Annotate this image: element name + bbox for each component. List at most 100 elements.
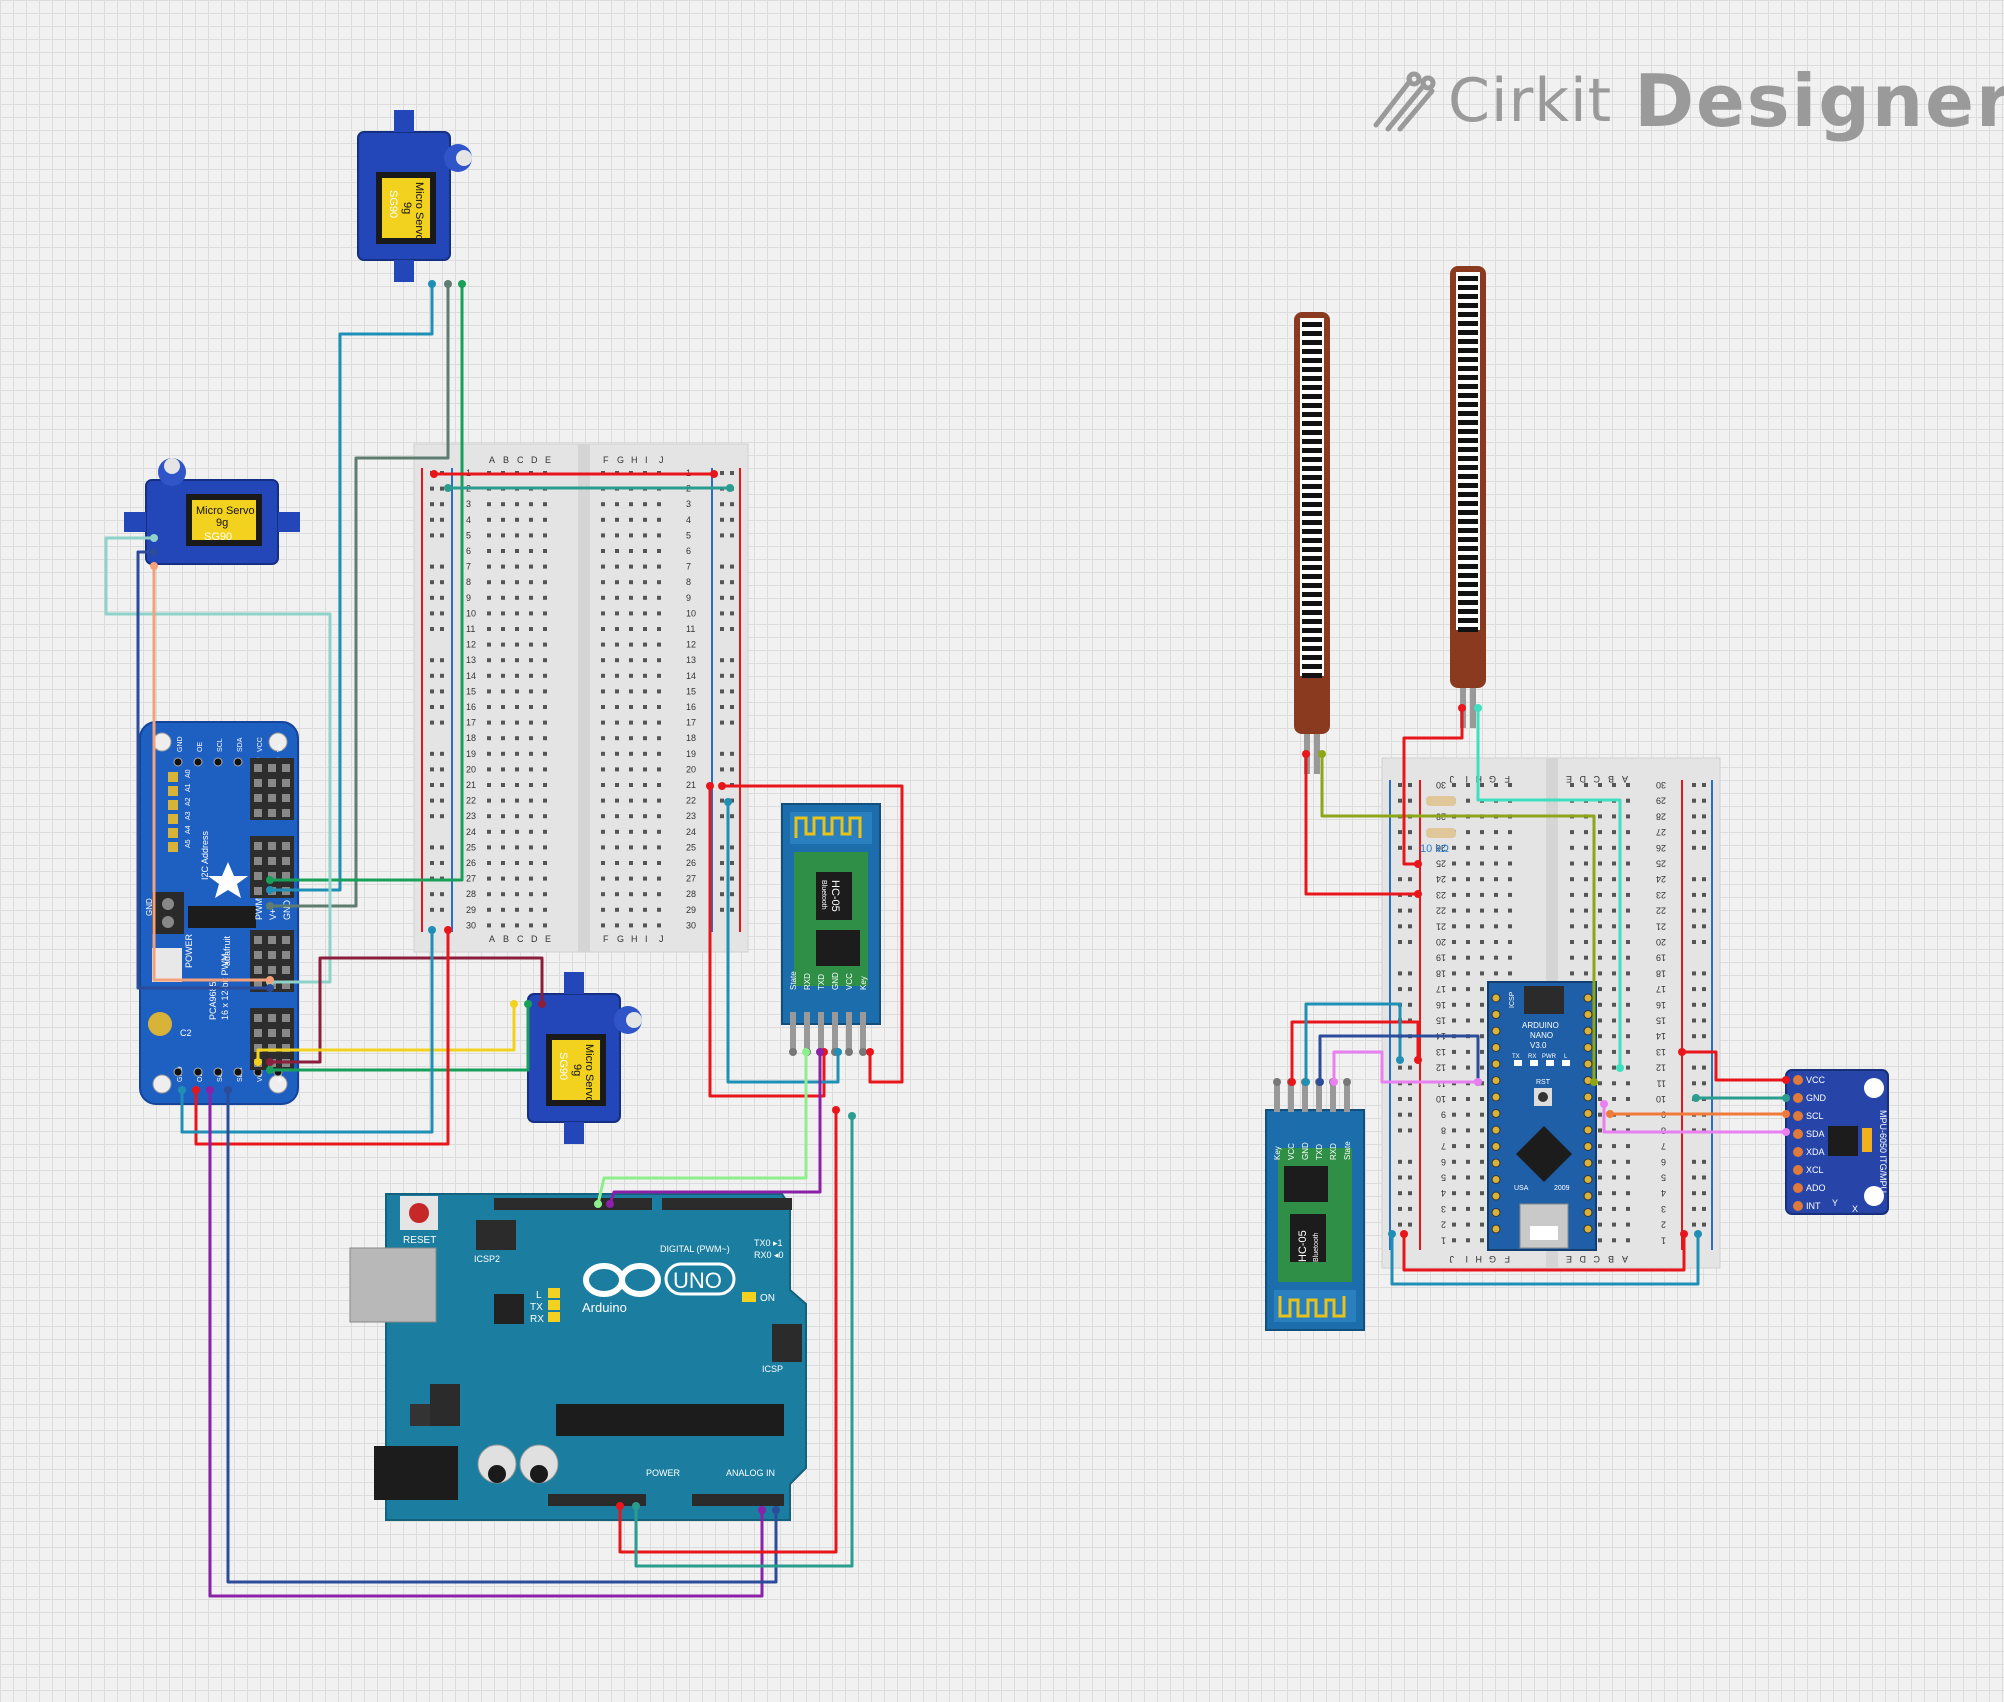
hole[interactable]: [430, 564, 434, 569]
hole[interactable]: [1466, 845, 1470, 850]
hole[interactable]: [730, 689, 734, 694]
hole[interactable]: [1692, 1128, 1696, 1133]
hole[interactable]: [720, 814, 724, 819]
hole[interactable]: [1494, 830, 1498, 835]
hole[interactable]: [529, 814, 533, 819]
hole[interactable]: [501, 595, 505, 600]
hole[interactable]: [1570, 955, 1574, 960]
hole[interactable]: [1480, 783, 1484, 787]
hole[interactable]: [1494, 940, 1498, 944]
hole[interactable]: [529, 611, 533, 616]
hole[interactable]: [1692, 924, 1696, 929]
hole[interactable]: [601, 751, 605, 756]
hole[interactable]: [529, 876, 533, 881]
hole[interactable]: [1480, 908, 1484, 913]
hole[interactable]: [1702, 924, 1706, 929]
hole[interactable]: [1612, 1128, 1616, 1133]
hole[interactable]: [1480, 1175, 1484, 1180]
hole[interactable]: [601, 814, 605, 819]
hole[interactable]: [487, 689, 491, 694]
header-pin[interactable]: [282, 872, 290, 880]
hole[interactable]: [543, 564, 547, 569]
hole[interactable]: [601, 564, 605, 569]
header-pin[interactable]: [254, 1029, 262, 1037]
header-pin[interactable]: [268, 857, 276, 865]
hole[interactable]: [1570, 783, 1574, 787]
hole[interactable]: [1494, 877, 1498, 882]
hole[interactable]: [1598, 892, 1602, 897]
hole[interactable]: [1480, 987, 1484, 992]
nano-pin[interactable]: [1583, 1010, 1593, 1019]
hole[interactable]: [487, 829, 491, 834]
hole[interactable]: [1612, 1049, 1616, 1054]
hole[interactable]: [1702, 798, 1706, 803]
hole[interactable]: [720, 705, 724, 709]
bt-pin-end[interactable]: [1273, 1078, 1281, 1086]
hole[interactable]: [1598, 940, 1602, 944]
bt-pin[interactable]: [818, 1012, 824, 1052]
hole[interactable]: [543, 907, 547, 912]
hole[interactable]: [487, 845, 491, 850]
hole[interactable]: [1408, 1128, 1412, 1133]
nano-pin[interactable]: [1583, 1191, 1593, 1201]
hole[interactable]: [543, 798, 547, 803]
hole[interactable]: [1466, 955, 1470, 960]
hole[interactable]: [487, 673, 491, 678]
hole[interactable]: [720, 673, 724, 678]
hole[interactable]: [1480, 940, 1484, 944]
header-pin[interactable]: [254, 1014, 262, 1022]
hole[interactable]: [501, 892, 505, 897]
bt-pin[interactable]: [1316, 1082, 1322, 1112]
hole[interactable]: [615, 658, 619, 663]
hole[interactable]: [1598, 955, 1602, 960]
hole[interactable]: [1612, 783, 1616, 787]
hole[interactable]: [601, 549, 605, 553]
hole[interactable]: [1398, 877, 1402, 882]
hole[interactable]: [615, 611, 619, 616]
pca9685-board[interactable]: GND POWER I2C Address 16 x 12-bit PWM PC…: [139, 721, 299, 1105]
hole[interactable]: [501, 767, 505, 772]
header-pin[interactable]: [254, 981, 262, 989]
hole[interactable]: [1570, 845, 1574, 850]
hole[interactable]: [1626, 814, 1630, 819]
hole[interactable]: [1398, 1128, 1402, 1133]
hole[interactable]: [430, 705, 434, 709]
pca-top-pin[interactable]: [233, 757, 243, 767]
hole[interactable]: [657, 564, 661, 569]
hole[interactable]: [730, 471, 734, 475]
hole[interactable]: [501, 829, 505, 834]
hole[interactable]: [1408, 830, 1412, 835]
hole[interactable]: [1452, 1049, 1456, 1054]
hole[interactable]: [1584, 892, 1588, 897]
hole[interactable]: [1494, 892, 1498, 897]
hole[interactable]: [501, 705, 505, 709]
hole[interactable]: [543, 814, 547, 819]
hole[interactable]: [1452, 955, 1456, 960]
hole[interactable]: [1480, 892, 1484, 897]
hole[interactable]: [1598, 971, 1602, 976]
header-pin[interactable]: [254, 857, 262, 865]
hole[interactable]: [1598, 1222, 1602, 1227]
hole[interactable]: [1466, 830, 1470, 835]
hole[interactable]: [529, 720, 533, 725]
hole[interactable]: [1480, 1049, 1484, 1054]
hole[interactable]: [1598, 877, 1602, 882]
hole[interactable]: [1598, 1144, 1602, 1149]
hole[interactable]: [720, 751, 724, 756]
hole[interactable]: [1452, 940, 1456, 944]
hole[interactable]: [1398, 1097, 1402, 1101]
hole[interactable]: [1598, 830, 1602, 835]
hole[interactable]: [1692, 1206, 1696, 1211]
header-pin[interactable]: [282, 779, 290, 787]
hole[interactable]: [1626, 1206, 1630, 1211]
hole[interactable]: [1570, 877, 1574, 882]
hole[interactable]: [1398, 940, 1402, 944]
hole[interactable]: [543, 861, 547, 865]
hole[interactable]: [1702, 783, 1706, 787]
hole[interactable]: [430, 814, 434, 819]
mpu6050[interactable]: MPU-6050 ITG/MPU Y X VCCGNDSCLSDAXDAXCLA…: [1785, 1069, 1889, 1215]
hole[interactable]: [440, 658, 444, 663]
hole[interactable]: [501, 736, 505, 741]
